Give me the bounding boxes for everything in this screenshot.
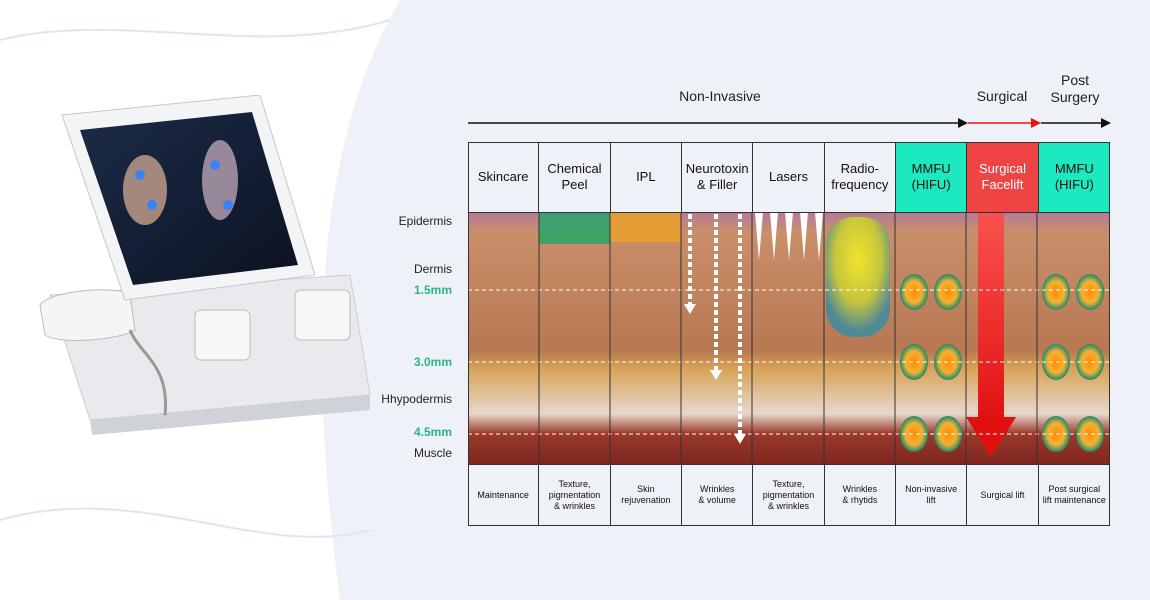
- column-footer-4: Wrinkles& volume: [682, 464, 754, 526]
- label-dermis: Dermis: [414, 262, 452, 276]
- column-header-7: MMFU(HIFU): [896, 142, 968, 212]
- column-footer-line: Non-invasive: [905, 484, 958, 494]
- column-header-line: (HIFU): [1054, 177, 1094, 192]
- column-header-line: frequency: [831, 177, 889, 192]
- column-header-line: Peel: [561, 177, 588, 192]
- column-footer-line: lift maintenance: [1042, 495, 1106, 505]
- column-header-line: Lasers: [768, 169, 808, 184]
- column-header-line: MMFU: [1054, 161, 1094, 176]
- column-header-line: MMFU: [911, 161, 951, 176]
- column-footer-5: Texture,pigmentation& wrinkles: [753, 464, 825, 526]
- label-epidermis: Epidermis: [398, 214, 452, 228]
- hifu-device-illustration: [39, 95, 371, 435]
- column-header-6: Radio-frequency: [825, 142, 896, 212]
- column-footer-line: Surgical lift: [980, 489, 1025, 500]
- column-footer-line: lift: [926, 495, 936, 505]
- column-header-5: Lasers: [753, 142, 825, 212]
- column-header-4: Neurotoxin& Filler: [682, 142, 754, 212]
- column-footer-line: Maintenance: [477, 489, 529, 500]
- label-depth-3: 4.5mm: [413, 425, 452, 439]
- column-footer-line: Texture,: [558, 478, 591, 489]
- column-header-3: IPL: [611, 142, 682, 212]
- phase-non-invasive: Non-Invasive: [679, 88, 761, 104]
- row-divider-bottom: [468, 464, 1110, 465]
- row-divider-top: [468, 212, 1110, 213]
- column-footer-line: pigmentation: [762, 489, 815, 500]
- phase-post-surgery: Post Surgery: [1040, 72, 1110, 106]
- label-depth-2: 3.0mm: [413, 355, 452, 369]
- column-footer-line: Wrinkles: [699, 484, 735, 494]
- column-header-line: Facelift: [981, 177, 1024, 192]
- column-footer-line: & wrinkles: [767, 500, 809, 511]
- label-depth-1: 1.5mm: [413, 283, 452, 297]
- phase-post-line1: Post: [1060, 72, 1089, 88]
- phase-post-line2: Surgery: [1050, 89, 1100, 105]
- column-header-line: Skincare: [477, 169, 529, 184]
- column-footer-line: & wrinkles: [553, 500, 595, 511]
- column-footer-2: Texture,pigmentation& wrinkles: [539, 464, 611, 526]
- label-hypodermis: Hhypodermis: [381, 392, 452, 406]
- column-footer-line: Texture,: [772, 478, 805, 489]
- column-header-line: Neurotoxin: [685, 161, 749, 176]
- column-footer-line: pigmentation: [548, 489, 601, 500]
- phase-surgical: Surgical: [976, 88, 1028, 104]
- column-footer-8: Surgical lift: [967, 464, 1039, 526]
- column-header-line: Surgical: [979, 161, 1026, 176]
- column-footer-1: Maintenance: [468, 464, 540, 526]
- column-footer-line: & volume: [698, 495, 736, 505]
- column-header-line: (HIFU): [911, 177, 951, 192]
- column-header-line: Radio-: [840, 161, 879, 176]
- column-footer-6: Wrinkles& rhytids: [825, 464, 896, 526]
- column-footer-line: rejuvenation: [621, 495, 671, 505]
- label-muscle: Muscle: [413, 446, 452, 460]
- skin-layers-graphic: [468, 212, 1110, 464]
- column-footer-line: & rhytids: [842, 495, 878, 505]
- column-header-line: IPL: [636, 169, 656, 184]
- column-footer-line: Post surgical: [1048, 484, 1101, 494]
- column-header-line: Chemical: [547, 161, 602, 176]
- column-header-line: & Filler: [696, 177, 738, 192]
- phase-arrow: [468, 118, 1111, 128]
- column-footer-line: Wrinkles: [842, 484, 877, 494]
- column-footer-line: Skin: [637, 484, 655, 494]
- column-header-1: Skincare: [468, 142, 540, 212]
- column-header-9: MMFU(HIFU): [1038, 142, 1110, 212]
